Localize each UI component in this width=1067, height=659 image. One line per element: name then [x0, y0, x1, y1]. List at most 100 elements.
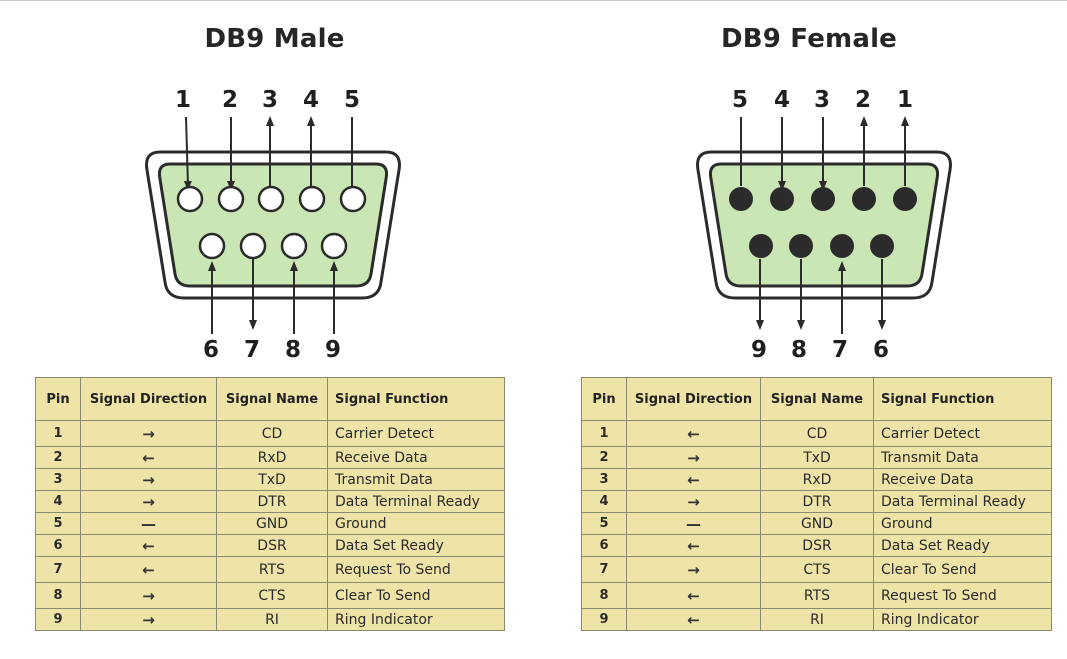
female-th-function: Signal Function: [873, 377, 1052, 421]
female-table-header-row: Pin Signal Direction Signal Name Signal …: [581, 377, 1052, 421]
signal-name-cell: RxD: [760, 468, 874, 491]
signal-direction-cell: ←: [626, 582, 761, 609]
pin-cell: 9: [581, 608, 627, 631]
male-pin-label-2: 2: [222, 87, 238, 113]
signal-direction-cell: →: [626, 490, 761, 513]
signal-function-cell: Clear To Send: [327, 582, 505, 609]
pin-cell: 8: [35, 582, 81, 609]
male-pin-4: [298, 185, 326, 213]
male-connector-diagram: 1 2 3 4 5 6 7 8 9: [145, 87, 401, 363]
female-title: DB9 Female: [533, 24, 1067, 54]
male-th-direction: Signal Direction: [80, 377, 217, 421]
male-pin-5: [339, 185, 367, 213]
female-pin-label-5: 5: [732, 87, 748, 113]
female-pin-label-2: 2: [855, 87, 871, 113]
female-th-name: Signal Name: [760, 377, 874, 421]
signal-function-cell: Request To Send: [873, 582, 1052, 609]
pin-cell: 3: [581, 468, 627, 491]
female-pin-4: [770, 187, 794, 211]
male-title-text: DB9 Male: [204, 24, 345, 54]
pin-cell: 4: [581, 490, 627, 513]
male-pin-label-4: 4: [303, 87, 319, 113]
female-th-direction: Signal Direction: [626, 377, 761, 421]
signal-direction-cell: →: [80, 608, 217, 631]
top-divider: [0, 0, 1067, 1]
signal-function-cell: Receive Data: [327, 446, 505, 469]
signal-direction-cell: ←: [626, 608, 761, 631]
female-pin-2: [852, 187, 876, 211]
pin-cell: 1: [581, 420, 627, 447]
signal-name-cell: CTS: [216, 582, 328, 609]
signal-direction-cell: →: [80, 468, 217, 491]
female-pin-1: [893, 187, 917, 211]
male-pin-3: [257, 185, 285, 213]
signal-name-cell: TxD: [216, 468, 328, 491]
signal-direction-cell: —: [626, 512, 761, 535]
male-pin-9: [320, 232, 348, 260]
signal-function-cell: Carrier Detect: [873, 420, 1052, 447]
signal-direction-cell: →: [80, 582, 217, 609]
male-pin-label-7: 7: [244, 337, 260, 363]
pin-cell: 7: [35, 556, 81, 583]
signal-name-cell: RTS: [216, 556, 328, 583]
female-th-pin: Pin: [581, 377, 627, 421]
signal-name-cell: RxD: [216, 446, 328, 469]
pin-cell: 4: [35, 490, 81, 513]
signal-function-cell: Data Terminal Ready: [327, 490, 505, 513]
signal-function-cell: Transmit Data: [327, 468, 505, 491]
male-pin-6: [198, 232, 226, 260]
signal-name-cell: RI: [216, 608, 328, 631]
signal-function-cell: Data Set Ready: [873, 534, 1052, 557]
male-pin-label-8: 8: [285, 337, 301, 363]
pin-cell: 6: [35, 534, 81, 557]
signal-name-cell: CTS: [760, 556, 874, 583]
male-table-header-row: Pin Signal Direction Signal Name Signal …: [35, 377, 505, 421]
female-connector-diagram: 5 4 3 2 1 9 8 7 6: [696, 87, 952, 363]
female-signal-table: Pin Signal Direction Signal Name Signal …: [581, 377, 1052, 631]
male-pin-label-9: 9: [325, 337, 341, 363]
signal-name-cell: DSR: [760, 534, 874, 557]
db9-female-panel: DB9 Female 5 4 3 2 1: [533, 0, 1067, 659]
female-pin-label-3: 3: [814, 87, 830, 113]
female-pin-label-7: 7: [832, 337, 848, 363]
female-pin-label-6: 6: [873, 337, 889, 363]
male-title: DB9 Male: [0, 24, 533, 54]
female-title-text: DB9 Female: [720, 24, 898, 54]
male-pin-label-5: 5: [344, 87, 360, 113]
signal-name-cell: DTR: [216, 490, 328, 513]
female-pin-9: [749, 234, 773, 258]
signal-direction-cell: —: [80, 512, 217, 535]
pin-cell: 6: [581, 534, 627, 557]
male-pin-label-3: 3: [262, 87, 278, 113]
signal-name-cell: RTS: [760, 582, 874, 609]
signal-function-cell: Clear To Send: [873, 556, 1052, 583]
pin-cell: 2: [581, 446, 627, 469]
female-pin-6: [870, 234, 894, 258]
signal-direction-cell: ←: [80, 534, 217, 557]
signal-direction-cell: →: [626, 556, 761, 583]
male-pin-8: [280, 232, 308, 260]
male-signal-table: Pin Signal Direction Signal Name Signal …: [35, 377, 505, 631]
male-th-function: Signal Function: [327, 377, 505, 421]
male-pin-7: [239, 232, 267, 260]
signal-direction-cell: ←: [80, 446, 217, 469]
pin-cell: 8: [581, 582, 627, 609]
signal-function-cell: Ground: [873, 512, 1052, 535]
male-th-pin: Pin: [35, 377, 81, 421]
signal-name-cell: TxD: [760, 446, 874, 469]
signal-name-cell: DTR: [760, 490, 874, 513]
signal-function-cell: Ring Indicator: [327, 608, 505, 631]
signal-function-cell: Request To Send: [327, 556, 505, 583]
signal-name-cell: RI: [760, 608, 874, 631]
